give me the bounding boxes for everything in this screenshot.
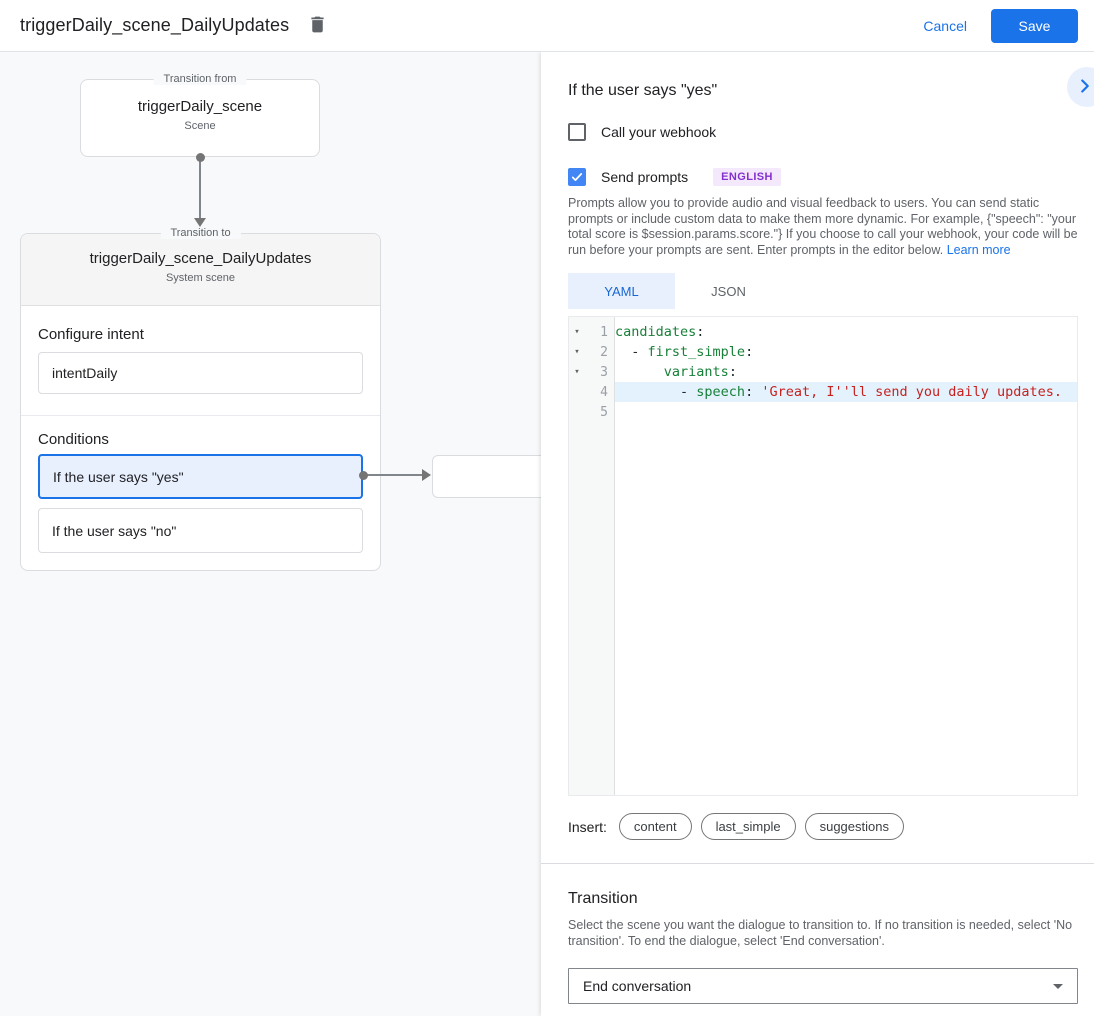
code-token: : — [696, 324, 705, 340]
insert-last-simple-button[interactable]: last_simple — [700, 813, 796, 840]
condition-item-no[interactable]: If the user says "no" — [38, 508, 363, 553]
insert-label: Insert: — [568, 818, 607, 835]
code-token: variants — [663, 364, 729, 380]
trash-icon — [307, 14, 328, 38]
from-scene-name: triggerDaily_scene — [137, 98, 263, 115]
code-line[interactable]: - first_simple: — [615, 342, 1077, 362]
prompts-description-text: Prompts allow you to provide audio and v… — [568, 196, 1078, 257]
line-number: 1 — [600, 324, 608, 340]
connector-line-vertical — [199, 157, 201, 219]
checkbox-unchecked-icon[interactable] — [568, 123, 586, 141]
line-number: 4 — [600, 384, 608, 400]
configure-intent-heading: Configure intent — [38, 326, 144, 343]
page-title: triggerDaily_scene_DailyUpdates — [20, 15, 290, 35]
gutter-row: ▾1 — [569, 322, 614, 342]
to-scene-name: triggerDaily_scene_DailyUpdates — [89, 250, 312, 267]
call-webhook-row[interactable]: Call your webhook — [568, 123, 1078, 141]
connector-dot — [196, 153, 205, 162]
cancel-button[interactable]: Cancel — [923, 17, 967, 34]
arrow-down-icon — [194, 218, 206, 227]
line-number: 3 — [600, 364, 608, 380]
checkbox-checked-icon[interactable] — [568, 168, 586, 186]
language-badge: ENGLISH — [713, 168, 781, 186]
code-token: - — [615, 384, 697, 400]
code-token: first_simple — [647, 344, 746, 360]
scene-flow-canvas: Transition from triggerDaily_scene Scene… — [0, 52, 541, 1016]
scene-card-body: Configure intent intentDaily Conditions … — [21, 326, 380, 553]
main-area: Transition from triggerDaily_scene Scene… — [0, 52, 1094, 1016]
save-button[interactable]: Save — [991, 8, 1078, 43]
chevron-right-icon — [1074, 75, 1094, 100]
conditions-heading: Conditions — [38, 431, 109, 448]
caret-down-icon — [1053, 983, 1063, 989]
scene-card-header[interactable]: triggerDaily_scene_DailyUpdates System s… — [21, 234, 380, 306]
gutter-row: 5 — [569, 402, 614, 422]
send-prompts-row[interactable]: Send prompts ENGLISH — [568, 168, 1078, 186]
code-token: : — [745, 344, 754, 360]
condition-detail-panel: If the user says "yes" Call your webhook… — [541, 52, 1094, 1016]
gutter-row: ▾2 — [569, 342, 614, 362]
from-scene-type: Scene — [184, 120, 216, 132]
intent-field[interactable]: intentDaily — [38, 352, 363, 394]
code-line[interactable] — [615, 402, 1077, 422]
tab-json[interactable]: JSON — [711, 283, 746, 299]
insert-row: Insert: content last_simple suggestions — [568, 813, 1078, 840]
title-row: triggerDaily_scene_DailyUpdates — [20, 14, 328, 38]
panel-title: If the user says "yes" — [568, 82, 718, 99]
transition-from-node[interactable]: Transition from triggerDaily_scene Scene — [80, 73, 320, 157]
connector-line-horizontal — [367, 474, 424, 476]
fold-arrow-icon[interactable]: ▾ — [574, 327, 580, 337]
next-node-placeholder[interactable] — [432, 455, 541, 498]
card-divider — [21, 415, 380, 416]
code-token — [615, 364, 664, 380]
fold-arrow-icon[interactable]: ▾ — [574, 347, 580, 357]
delete-scene-button[interactable] — [307, 14, 328, 38]
gutter-row: ▾3 — [569, 362, 614, 382]
top-bar: triggerDaily_scene_DailyUpdates Cancel S… — [0, 0, 1094, 52]
code-token: candidates — [615, 324, 697, 340]
code-line[interactable]: variants: — [615, 362, 1077, 382]
line-number: 2 — [600, 344, 608, 360]
fold-arrow-icon[interactable]: ▾ — [574, 367, 580, 377]
transition-from-label: Transition from — [153, 73, 247, 85]
code-token: speech — [696, 384, 746, 400]
learn-more-link[interactable]: Learn more — [946, 242, 1011, 257]
editor-format-tabs: YAML JSON — [568, 273, 1078, 309]
insert-suggestions-button[interactable]: suggestions — [804, 813, 904, 840]
transition-heading: Transition — [568, 890, 638, 907]
send-prompts-label: Send prompts — [601, 169, 689, 185]
code-token: : — [728, 364, 737, 380]
insert-content-button[interactable]: content — [618, 813, 692, 840]
condition-item-yes[interactable]: If the user says "yes" — [38, 454, 363, 499]
arrow-right-icon — [422, 469, 431, 481]
call-webhook-label: Call your webhook — [601, 124, 717, 140]
transition-select[interactable]: End conversation — [568, 968, 1078, 1004]
code-line[interactable]: candidates: — [615, 322, 1077, 342]
transition-to-card: Transition to triggerDaily_scene_DailyUp… — [20, 227, 381, 571]
code-token: - — [615, 344, 648, 360]
connector-dot — [359, 471, 368, 480]
transition-select-value: End conversation — [583, 978, 692, 994]
prompts-description: Prompts allow you to provide audio and v… — [568, 196, 1078, 258]
editor-code-area[interactable]: candidates: - first_simple: variants: - … — [615, 317, 1077, 795]
gutter-row: 4 — [569, 382, 614, 402]
tab-yaml[interactable]: YAML — [568, 273, 675, 309]
transition-to-label: Transition to — [160, 227, 241, 239]
code-token: : — [745, 384, 762, 400]
code-line[interactable]: - speech: 'Great, I''ll send you daily u… — [615, 382, 1077, 402]
line-number: 5 — [600, 404, 608, 420]
to-scene-type: System scene — [165, 272, 236, 284]
transition-description: Select the scene you want the dialogue t… — [568, 918, 1073, 948]
header-actions: Cancel Save — [923, 8, 1078, 43]
collapse-panel-button[interactable] — [1067, 67, 1094, 107]
code-token: 'Great, I''ll send you daily updates. — [761, 384, 1063, 400]
section-divider — [541, 863, 1094, 864]
